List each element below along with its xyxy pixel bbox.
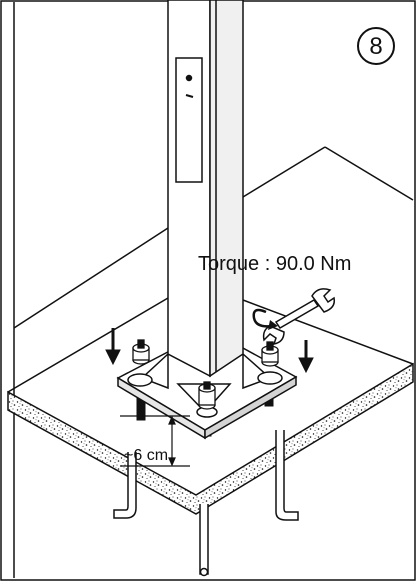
torque-label: Torque : 90.0 Nm xyxy=(198,253,351,275)
nut-right xyxy=(261,341,279,367)
wrench-icon xyxy=(262,288,336,345)
nuts-washers xyxy=(132,339,279,410)
depth-label: ~6 cm xyxy=(124,447,168,464)
column xyxy=(167,0,244,378)
room-outline xyxy=(13,2,414,578)
nut-front xyxy=(198,381,216,410)
step-number: 8 xyxy=(369,33,382,60)
door-lock xyxy=(185,74,193,82)
depth-dimension xyxy=(120,415,190,467)
nut-left xyxy=(132,339,150,365)
step-badge-circle xyxy=(357,27,395,65)
down-arrow-icon xyxy=(105,328,314,374)
anchor-bolts xyxy=(113,430,299,577)
rotate-arrow-icon xyxy=(252,308,278,330)
step-badge: 8 xyxy=(357,27,395,65)
concrete-slab xyxy=(7,297,414,515)
